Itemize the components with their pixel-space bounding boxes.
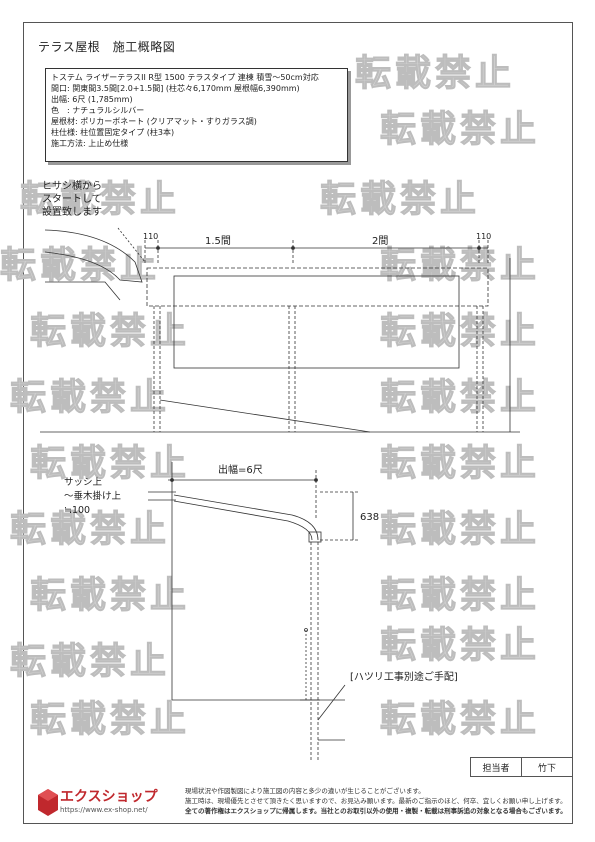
sign-label: 担当者 (482, 763, 510, 774)
dim-point (156, 246, 160, 250)
drawing-frame (23, 22, 573, 824)
spec-line: 施工方法: 上止め仕様 (51, 139, 129, 148)
footer-note-line: 施工時は、現場優先とさせて頂きたく思いますので、お見込み願います。最新のご指示の… (185, 797, 567, 805)
footer-note-line: 全ての著作権はエクスショップに帰属します。当社とのお取引以外の使用・複製・転載は… (185, 807, 567, 815)
watermark: 転載禁止 (319, 179, 481, 221)
spec-line: 出幅: 6尺 (1,785mm) (51, 95, 133, 104)
watermark: 転載禁止 (9, 509, 171, 551)
projection-label: 出幅=6尺 (218, 465, 263, 476)
height-label: 638 (360, 512, 380, 523)
watermark: 転載禁止 (19, 179, 181, 221)
roof-profile (173, 494, 319, 541)
spec-line: 色 : ナチュラルシルバー (51, 106, 145, 115)
existing-wall-line (45, 281, 121, 301)
dim-point (314, 478, 318, 482)
watermark: 転載禁止 (29, 575, 191, 617)
hatsuri-note: [ハツリ工事別途ご手配] (350, 672, 458, 683)
roof-panel (173, 275, 460, 369)
watermark: 転載禁止 (29, 699, 191, 741)
spec-line: 柱仕様: 柱位置固定タイプ (柱3本) (51, 128, 175, 137)
watermark: 転載禁止 (379, 625, 541, 667)
footer-notes: 現場状況や作図製図により施工図の内容と多少の違いが生じることがございます。 施工… (185, 786, 567, 816)
spec-line: トステム ライザーテラスII R型 1500 テラスタイプ 連棟 積雪～50cm… (51, 73, 319, 82)
watermark: 転載禁止 (9, 377, 171, 419)
dim-point (170, 478, 174, 482)
dim-span-1: 1.5間 (205, 236, 231, 247)
dim-point (291, 246, 295, 250)
roof-frame (146, 267, 489, 307)
sign-name: 竹下 (521, 758, 572, 776)
slope-line (159, 399, 371, 433)
roof-profile-inner (173, 500, 313, 541)
eave-note: ヒサシ横から スタートして 設置致します (42, 181, 102, 218)
sash-note: サッシ上 ～垂木掛け上 ≒100 (64, 477, 122, 516)
footer-note-line: 現場状況や作図製図により施工図の内容と多少の違いが生じることがございます。 (185, 787, 425, 795)
watermark: 転載禁止 (379, 443, 541, 485)
watermark: 転載禁止 (9, 641, 171, 683)
watermark: 転載禁止 (379, 509, 541, 551)
spec-line: 屋根材: ポリカーボネート (クリアマット・すりガラス調) (51, 117, 257, 126)
watermark: 転載禁止 (0, 245, 161, 287)
gutter (308, 531, 322, 543)
sign-box: 担当者 竹下 (470, 757, 573, 777)
watermark: 転載禁止 (379, 575, 541, 617)
logo-text: エクスショップ (60, 789, 158, 805)
logo-mark (38, 789, 58, 816)
dim-span-2: 2間 (372, 236, 389, 247)
spec-box: トステム ライザーテラスII R型 1500 テラスタイプ 連棟 積雪～50cm… (45, 68, 348, 162)
watermark: 転載禁止 (379, 109, 541, 151)
hatsuri-leader (317, 684, 346, 721)
watermark: 転載禁止 (354, 53, 516, 95)
dim-left-end: 110 (143, 232, 159, 241)
spec-line: 間口: 関東間3.5間[2.0+1.5間] (柱芯々6,170mm 屋根幅6,3… (51, 84, 300, 93)
page-title: テラス屋根 施工概略図 (38, 40, 176, 54)
dim-right-end: 110 (476, 232, 492, 241)
watermark: 転載禁止 (379, 699, 541, 741)
eave-leader (117, 227, 146, 263)
logo-url: https://www.ex-shop.net/ (60, 806, 148, 814)
watermark: 転載禁止 (29, 443, 191, 485)
eave-shape (44, 229, 143, 283)
dim-point (477, 246, 481, 250)
post-joint (304, 628, 308, 632)
